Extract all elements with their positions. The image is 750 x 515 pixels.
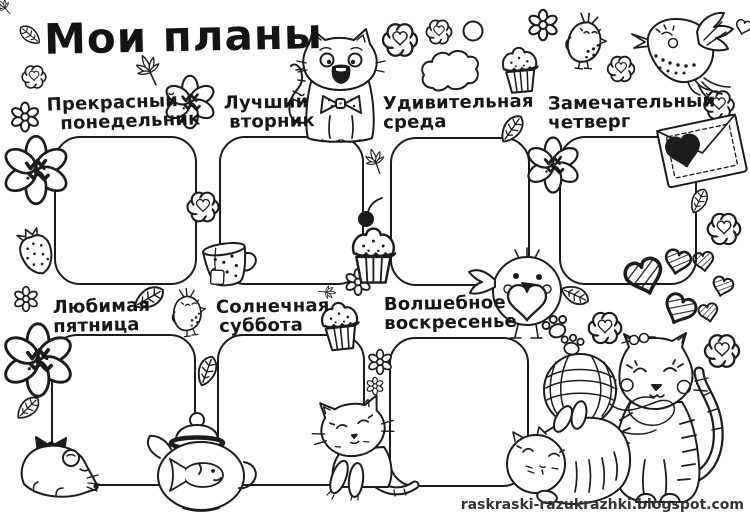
cupcake-doodle (500, 45, 541, 95)
teacup-doodle (202, 241, 257, 287)
cloud-heart-icon (705, 335, 739, 367)
daisy-icon (366, 348, 394, 376)
fat-cat-doodle (506, 400, 632, 505)
cloud-heart-icon (22, 66, 46, 88)
plan-box-monday (54, 136, 197, 285)
day-label-line: воскресенье (383, 310, 518, 335)
mouse-with-bow-doodle (20, 436, 100, 498)
hatched-heart-icon (696, 301, 721, 325)
chick-bird-doodle (168, 285, 209, 339)
day-label-line: Замечательный (547, 90, 716, 115)
day-label-thursday: Замечательный четверг (547, 90, 716, 134)
daisy-icon (9, 101, 41, 133)
day-label-wednesday: Удивительная среда (382, 90, 534, 134)
day-label-line: Солнечная (215, 295, 330, 318)
cherry-cupcake-doodle (351, 197, 397, 284)
day-label-friday: Любимая пятница (52, 295, 151, 338)
day-label-line: среда (382, 111, 447, 134)
big-cat-doodle (602, 332, 724, 508)
daisy-icon (12, 285, 40, 313)
day-label-tuesday: Лучший вторник (224, 91, 316, 133)
cloud-heart-icon (383, 24, 417, 56)
hatched-heart-icon (709, 274, 736, 300)
page-title: Мои планы (43, 9, 324, 64)
day-label-line: суббота (218, 314, 304, 337)
daisy-icon (365, 376, 385, 396)
day-label-saturday: Солнечная суббота (215, 295, 330, 337)
cloud-heart-icon (187, 193, 218, 222)
teapot-with-fish-doodle (146, 412, 257, 512)
cloud-heart-icon (608, 57, 635, 82)
daisy-icon (526, 8, 560, 42)
tiny-heart-icon (733, 17, 750, 37)
cloud-heart-icon (426, 20, 451, 43)
surprised-cat-doodle (288, 28, 386, 143)
bird-with-heart-doodle (468, 247, 562, 339)
leaf-icon (15, 21, 45, 49)
plan-box-sunday (389, 337, 529, 487)
chick-bird-doodle (562, 10, 611, 73)
day-label-line: понедельник (60, 108, 201, 135)
day-label-monday: Прекрасный понедельник (46, 90, 201, 135)
watermark-url: raskraski-razukrazhki.blogspot.com (460, 497, 744, 513)
plan-box-wednesday (390, 137, 530, 286)
small-cat-doodle (311, 394, 420, 501)
strawberry-doodle (16, 227, 53, 275)
hatched-heart-icon (691, 250, 716, 274)
cloud-heart-icon (708, 214, 741, 244)
day-label-sunday: Волшебное воскресенье (383, 292, 518, 335)
day-label-line: четверг (547, 111, 631, 134)
day-label-line: пятница (52, 314, 140, 338)
leaf-icon (193, 352, 221, 390)
day-label-line: Удивительная (382, 90, 534, 115)
flying-bird-doodle (631, 11, 734, 100)
cloud-icon (421, 50, 479, 92)
leaf-icon (0, 0, 16, 19)
hatched-heart-icon (658, 289, 701, 331)
leaf-icon (557, 280, 593, 310)
paw-print-icon (558, 331, 586, 358)
plan-box-tuesday (219, 136, 364, 285)
circle-dot-icon (462, 20, 484, 42)
spiky-leaf-icon (361, 145, 390, 178)
cloud-heart-icon (589, 313, 622, 343)
day-label-line: вторник (228, 110, 316, 133)
envelope-with-heart-doodle (655, 113, 748, 189)
